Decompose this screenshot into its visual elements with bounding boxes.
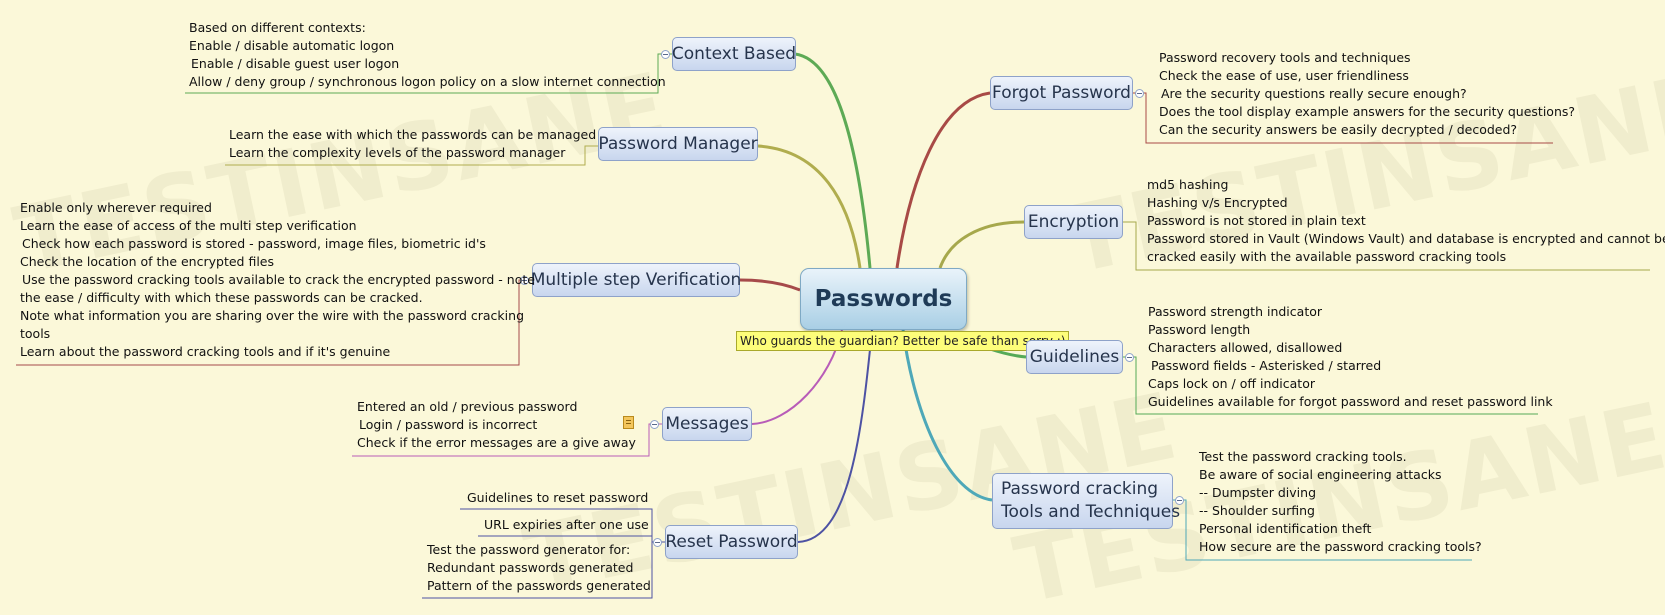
collapse-toggle[interactable]: [661, 50, 670, 59]
note-line: Learn the complexity levels of the passw…: [229, 145, 566, 160]
notes-password-cracking: Test the password cracking tools. Be awar…: [1199, 448, 1482, 556]
note-line: How secure are the password cracking too…: [1199, 539, 1482, 554]
note-line: Caps lock on / off indicator: [1148, 376, 1315, 391]
reset-notes-line-3: [422, 536, 653, 599]
topic-label-line: Tools and Techniques: [1001, 502, 1181, 522]
note-line: Note what information you are sharing ov…: [20, 308, 524, 323]
note-line: Use the password cracking tools availabl…: [22, 272, 535, 287]
collapse-toggle[interactable]: [650, 420, 659, 429]
topic-reset-password[interactable]: Reset Password: [665, 525, 798, 559]
note-line: Pattern of the passwords generated: [427, 578, 651, 593]
branch-multi-step: [739, 278, 801, 292]
topic-multiple-step-verification[interactable]: Multiple step Verification: [531, 263, 741, 297]
note-line: Allow / deny group / synchronous logon p…: [189, 74, 666, 89]
notes-reset-generator: Test the password generator for: Redundan…: [427, 541, 651, 595]
note-line: Check the ease of use, user friendliness: [1159, 68, 1409, 83]
central-topic[interactable]: Passwords: [800, 268, 967, 330]
note-line: Based on different contexts:: [189, 20, 366, 35]
note-line: Check if the error messages are a give a…: [357, 435, 636, 450]
note-line: -- Shoulder surfing: [1199, 503, 1315, 518]
note-line: -- Dumpster diving: [1199, 485, 1317, 500]
note-line: Personal identification theft: [1199, 521, 1372, 536]
collapse-toggle[interactable]: [1125, 353, 1134, 362]
note-line: Password strength indicator: [1148, 304, 1323, 319]
branch-password-manager: [757, 144, 862, 269]
note-line: cracked easily with the available passwo…: [1147, 249, 1507, 264]
note-line: Enable / disable guest user logon: [191, 56, 400, 71]
note-line: Are the security questions really secure…: [1161, 86, 1467, 101]
note-line: Check how each password is stored - pass…: [22, 236, 486, 251]
collapse-toggle[interactable]: [653, 538, 662, 547]
topic-password-manager[interactable]: Password Manager: [598, 127, 758, 161]
note-line: Learn the ease of access of the multi st…: [20, 218, 357, 233]
note-line: Does the tool display example answers fo…: [1159, 104, 1576, 119]
branch-encryption: [938, 220, 1025, 269]
branch-reset: [797, 329, 873, 543]
note-icon[interactable]: [623, 416, 634, 429]
topic-messages[interactable]: Messages: [662, 407, 752, 441]
collapse-toggle[interactable]: [520, 276, 529, 285]
note-line: md5 hashing: [1147, 177, 1229, 192]
note-line: Password length: [1148, 322, 1251, 337]
topic-label-line: Password cracking: [1001, 479, 1159, 499]
note-line: Enable / disable automatic logon: [189, 38, 395, 53]
note-line: Learn about the password cracking tools …: [20, 344, 391, 359]
note-line: Password stored in Vault (Windows Vault)…: [1147, 231, 1665, 246]
note-line: Guidelines available for forgot password…: [1148, 394, 1553, 409]
topic-encryption[interactable]: Encryption: [1024, 205, 1123, 239]
collapse-toggle[interactable]: [1135, 89, 1144, 98]
topic-forgot-password[interactable]: Forgot Password: [990, 76, 1133, 110]
note-line: Entered an old / previous password: [357, 399, 578, 414]
notes-password-manager: Learn the ease with which the passwords …: [229, 126, 596, 162]
central-callout: Who guards the guardian? Better be safe …: [736, 331, 1070, 351]
note-line: Be aware of social engineering attacks: [1199, 467, 1442, 482]
password-manager-notes-line: [225, 145, 598, 166]
note-line: Login / password is incorrect: [359, 417, 538, 432]
note-line: the ease / difficulty with which these p…: [20, 290, 423, 305]
note-line: Hashing v/s Encrypted: [1147, 195, 1288, 210]
note-line: Learn the ease with which the passwords …: [229, 127, 597, 142]
topic-guidelines[interactable]: Guidelines: [1026, 340, 1123, 374]
branch-cracking: [901, 329, 993, 502]
topic-password-cracking-tools[interactable]: Password cracking Tools and Techniques: [992, 473, 1180, 529]
branch-forgot: [895, 91, 991, 269]
note-line: Password fields - Asterisked / starred: [1151, 358, 1382, 373]
note-line: URL expiries after one use: [484, 517, 649, 532]
note-line: Guidelines to reset password: [467, 490, 649, 505]
notes-context-based: Based on different contexts: Enable / dis…: [189, 19, 666, 91]
note-line: Characters allowed, disallowed: [1148, 340, 1343, 355]
note-line: Can the security answers be easily decry…: [1159, 122, 1518, 137]
topic-context-based[interactable]: Context Based: [672, 37, 796, 71]
note-line: Password recovery tools and techniques: [1159, 50, 1411, 65]
note-line: Password is not stored in plain text: [1147, 213, 1366, 228]
note-line: Check the location of the encrypted file…: [20, 254, 274, 269]
branch-context: [794, 52, 872, 269]
note-line: Redundant passwords generated: [427, 560, 634, 575]
note-line: tools: [20, 326, 51, 341]
collapse-toggle[interactable]: [1175, 496, 1184, 505]
encryption-notes-line: [1123, 221, 1650, 271]
note-line: Test the password generator for:: [427, 542, 631, 557]
note-line: Test the password cracking tools.: [1199, 449, 1407, 464]
note-line: Enable only wherever required: [20, 200, 212, 215]
